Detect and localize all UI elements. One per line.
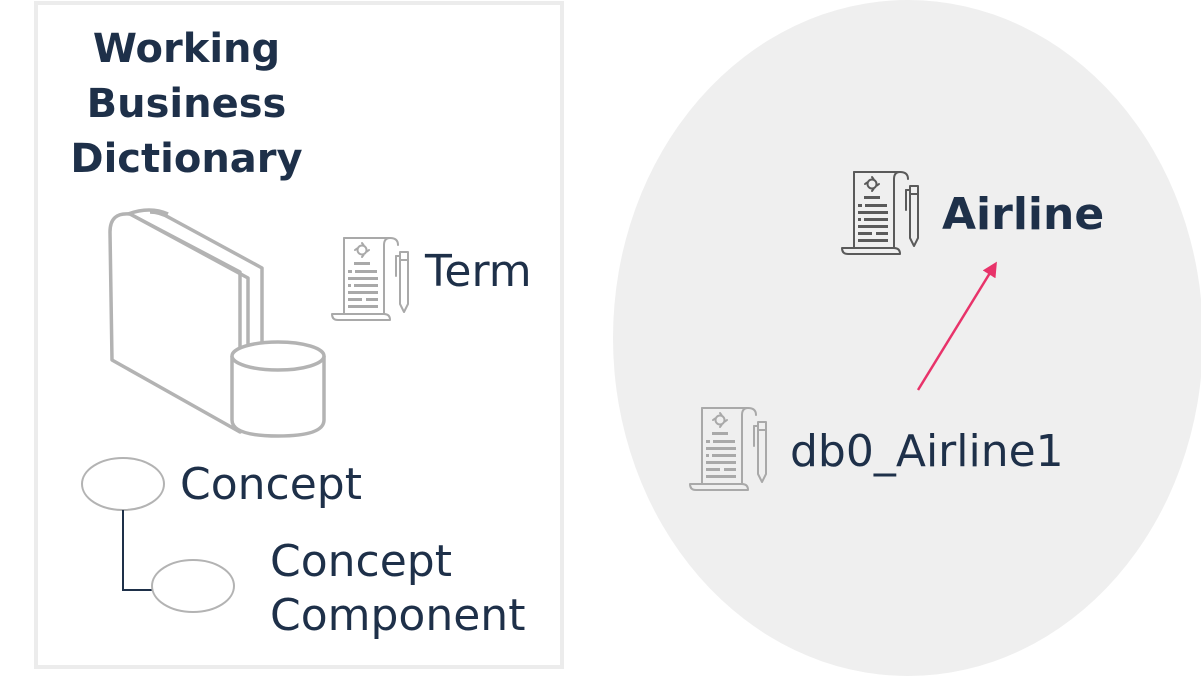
legend-title: Working Business Dictionary [34, 22, 339, 187]
airline-term-label: Airline [942, 189, 1105, 240]
concept-connector-line [122, 510, 152, 591]
concept-component-label-line: Concept [270, 536, 452, 587]
concept-component-legend-label: Concept Component [270, 535, 525, 643]
relationship-arrow [916, 261, 997, 391]
concept-legend-label: Concept [180, 459, 362, 510]
db0-airline1-term-label: db0_Airline1 [790, 426, 1064, 477]
term-bubble [613, 0, 1201, 676]
legend-title-line: Dictionary [70, 136, 303, 182]
concept-component-label-line: Component [270, 590, 526, 641]
legend-title-line: Working [92, 26, 281, 72]
legend-panel [34, 1, 564, 669]
concept-component-legend-shape [151, 559, 235, 613]
legend-title-line: Business [86, 81, 287, 127]
term-legend-label: Term [425, 246, 532, 297]
dictionary-book-database-icon [108, 208, 326, 438]
